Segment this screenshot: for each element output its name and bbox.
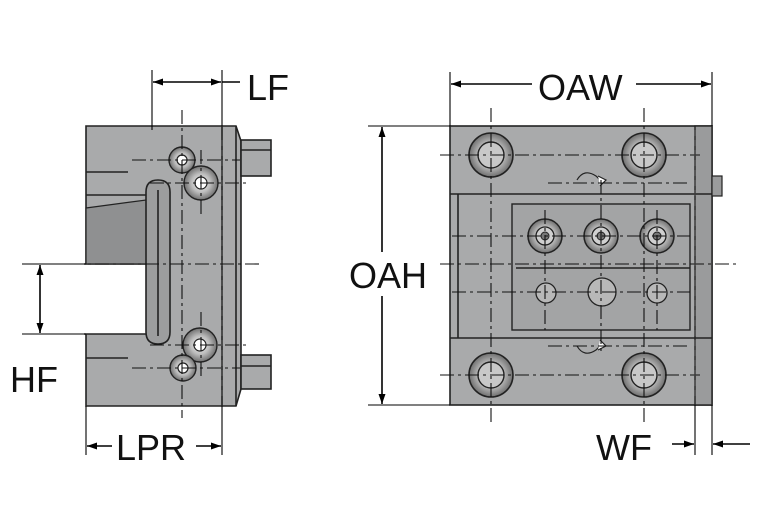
- lf-label: LF: [247, 67, 289, 108]
- dimension-lines: [22, 70, 750, 455]
- wf-label: WF: [596, 427, 652, 468]
- side-view-bottom-tab: [240, 354, 272, 390]
- side-view-top-tab: [240, 139, 272, 177]
- hf-label: HF: [10, 359, 58, 400]
- lpr-label: LPR: [116, 427, 186, 468]
- oaw-label: OAW: [538, 67, 623, 108]
- oah-label: OAH: [349, 255, 427, 296]
- front-view: [440, 108, 740, 425]
- side-view: [70, 110, 272, 418]
